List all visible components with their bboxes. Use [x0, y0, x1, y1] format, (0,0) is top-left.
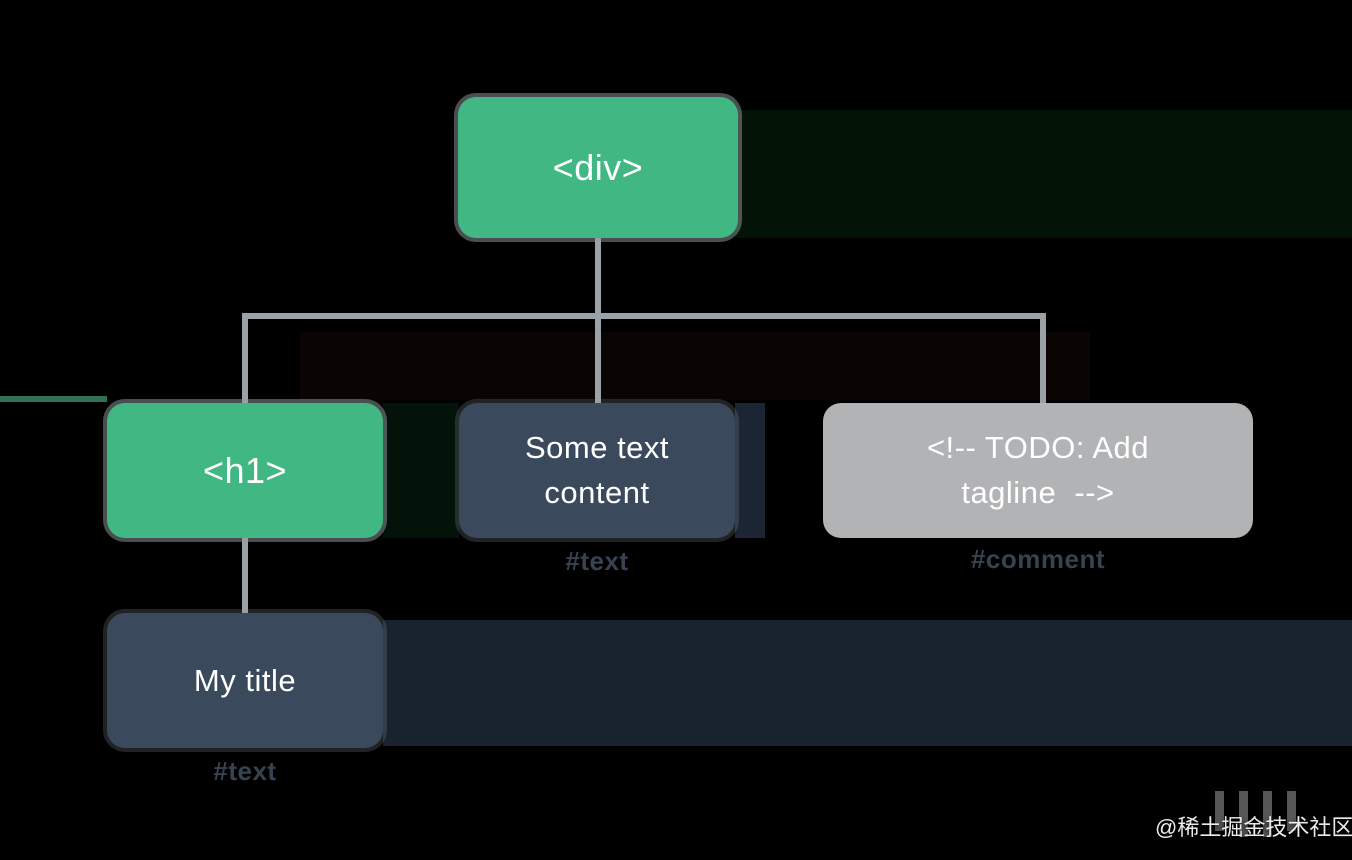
connector-horizontal [242, 313, 1046, 319]
dom-node-h1: <h1> [107, 403, 383, 538]
node-type-label-comment: #comment [970, 544, 1106, 574]
dom-node-comment: <!-- TODO: Add tagline --> [823, 403, 1253, 538]
dom-node-my-title: My title [107, 613, 383, 748]
watermark-text: @稀土掘金技术社区 [1155, 815, 1352, 840]
juejin-watermark: @稀土掘金技术社区 [1155, 788, 1352, 846]
watermark-logo-bars-icon [1215, 791, 1307, 837]
connector-drop-h1 [242, 313, 248, 405]
ghost-band-middle [300, 332, 1090, 400]
dom-node-div: <div> [458, 97, 738, 238]
dom-node-text-content: Some text content [459, 403, 735, 538]
ghost-band-title-row [383, 620, 1352, 746]
connector-drop-comment [1040, 313, 1046, 405]
ghost-band-root-row [735, 110, 1352, 238]
ghost-band-text-row [735, 403, 765, 538]
ghost-band-children-gap [383, 403, 459, 538]
connector-h1-to-title [242, 536, 248, 615]
connector-root-stub [595, 236, 601, 317]
node-type-label-title: #text [213, 756, 277, 786]
node-type-label-text: #text [565, 546, 629, 576]
ghost-green-line [0, 396, 107, 402]
connector-drop-text [595, 313, 601, 405]
